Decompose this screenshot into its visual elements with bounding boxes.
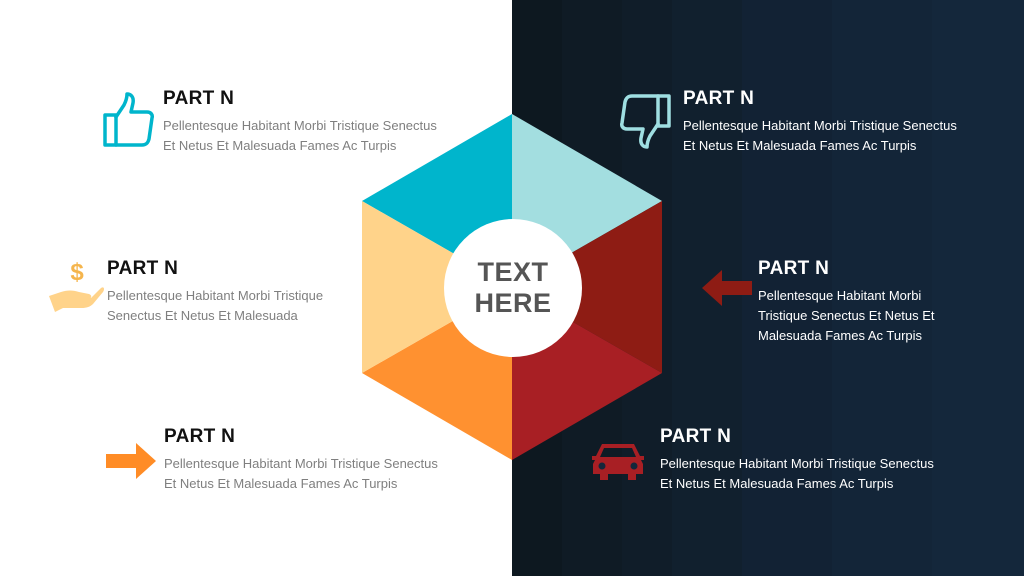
part-bottom-left: PART N Pellentesque Habitant Morbi Trist… [164, 426, 438, 494]
part-description-line: Malesuada Fames Ac Turpis [758, 328, 923, 343]
part-description-line: Senectus Et Netus Et Malesuada [107, 308, 298, 323]
part-title: PART N [660, 426, 732, 447]
center-text-line-1: TEXT [477, 257, 549, 287]
part-description: Pellentesque Habitant Morbi Tristique Se… [683, 116, 957, 156]
part-description-line: Pellentesque Habitant Morbi Tristique Se… [163, 118, 437, 133]
part-title: PART N [164, 426, 236, 447]
thumbs-up-icon [103, 92, 154, 147]
part-description-line: Et Netus Et Malesuada Fames Ac Turpis [164, 476, 398, 491]
part-description: Pellentesque Habitant Morbi Tristique Se… [107, 286, 323, 326]
part-title: PART N [163, 88, 235, 109]
part-description-line: Pellentesque Habitant Morbi Tristique Se… [660, 456, 934, 471]
hex-segment-right [512, 201, 662, 373]
money-hand-icon: $ [49, 259, 105, 312]
arrow-right-icon [106, 443, 156, 479]
thumbs-down-icon [620, 94, 671, 149]
part-top-right: PART N Pellentesque Habitant Morbi Trist… [683, 88, 957, 156]
part-mid-right: PART N Pellentesque Habitant Morbi Trist… [758, 258, 935, 346]
part-mid-left: PART N Pellentesque Habitant Morbi Trist… [107, 258, 323, 326]
part-description-line: Tristique Senectus Et Netus Et [758, 308, 935, 323]
svg-text:$: $ [70, 259, 84, 286]
part-title: PART N [758, 258, 830, 279]
part-description-line: Et Netus Et Malesuada Fames Ac Turpis [683, 138, 917, 153]
hex-segment-left [362, 201, 512, 373]
part-top-left: PART N Pellentesque Habitant Morbi Trist… [163, 88, 437, 156]
center-text-line-2: HERE [474, 288, 552, 318]
part-description-line: Pellentesque Habitant Morbi Tristique [107, 288, 324, 303]
arrow-left-icon [702, 270, 752, 306]
part-description-line: Et Netus Et Malesuada Fames Ac Turpis [660, 476, 894, 491]
part-description: Pellentesque Habitant Morbi Tristique Se… [758, 286, 935, 346]
part-description-line: Pellentesque Habitant Morbi Tristique Se… [683, 118, 957, 133]
part-title: PART N [107, 258, 179, 279]
part-description: Pellentesque Habitant Morbi Tristique Se… [660, 454, 934, 494]
car-icon [592, 444, 644, 480]
part-title: PART N [683, 88, 755, 109]
part-description-line: Et Netus Et Malesuada Fames Ac Turpis [163, 138, 397, 153]
part-description: Pellentesque Habitant Morbi Tristique Se… [164, 454, 438, 494]
hexagon-diagram [362, 114, 662, 460]
part-description: Pellentesque Habitant Morbi Tristique Se… [163, 116, 437, 156]
center-circle: TEXT HERE [444, 219, 582, 357]
part-description-line: Pellentesque Habitant Morbi [758, 288, 922, 303]
part-description-line: Pellentesque Habitant Morbi Tristique Se… [164, 456, 438, 471]
part-bottom-right: PART N Pellentesque Habitant Morbi Trist… [660, 426, 934, 494]
